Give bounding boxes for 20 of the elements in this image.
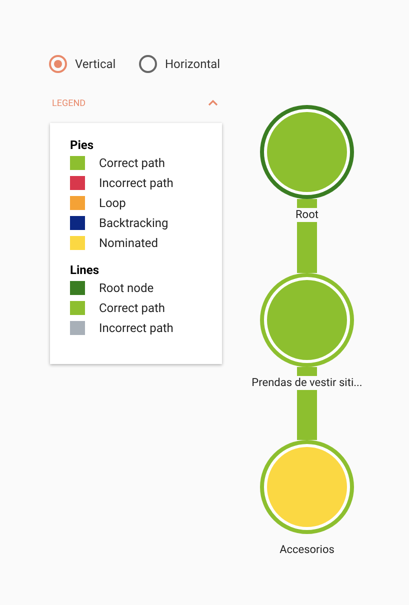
legend-label: Correct path [99,300,166,317]
tree-node-circle [260,105,354,199]
node-label: Prendas de vestir siti... [250,376,364,390]
connector-bar [297,367,317,440]
legend-label: Incorrect path [99,320,174,337]
legend-heading: Lines [70,262,100,278]
radio-label: Horizontal [165,56,220,73]
legend-label: Root node [99,280,154,297]
tree-node-circle [260,273,354,367]
section-header: LEGEND [52,98,86,111]
legend-heading: Pies [70,137,94,153]
node-label: Root [294,208,320,222]
legend-label: Backtracking [99,215,168,232]
radio-label: Vertical [75,56,116,73]
tree-node-circle [260,440,354,534]
connector-bar [297,199,317,273]
legend-label: Correct path [99,155,166,172]
legend-label: Loop [99,195,126,212]
legend-label: Incorrect path [99,175,174,192]
legend-label: Nominated [99,235,158,252]
